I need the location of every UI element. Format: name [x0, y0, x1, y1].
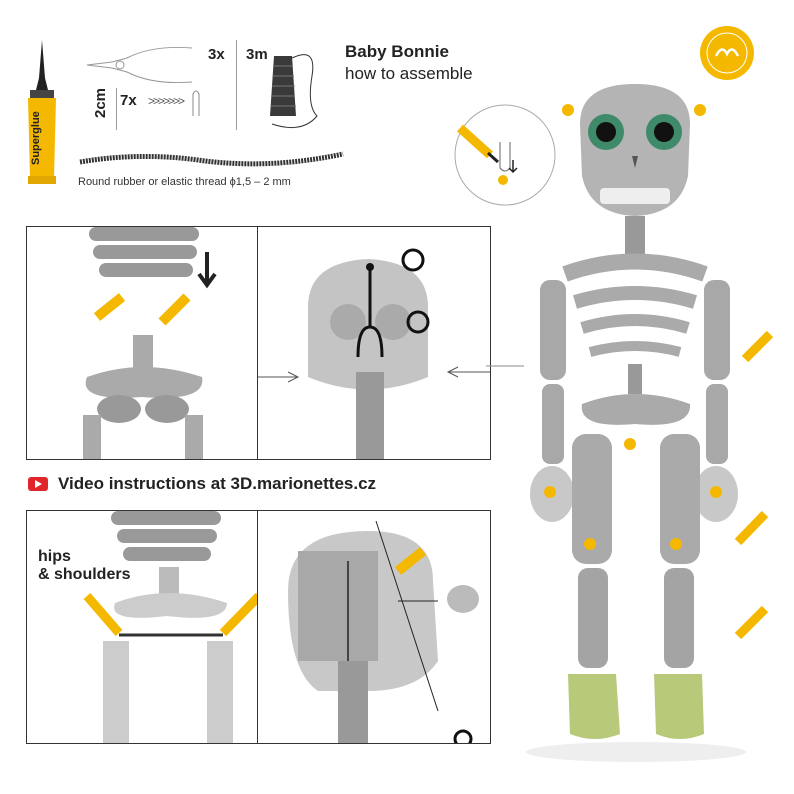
divider	[236, 40, 237, 130]
panel-head-knot	[257, 226, 491, 460]
panel-hips-shoulders	[26, 510, 263, 744]
divider	[116, 88, 117, 130]
arrow-icon	[486, 365, 524, 367]
panel-head-side	[257, 510, 491, 749]
hips-label-line2: & shoulders	[38, 566, 131, 583]
hips-label-line1: hips	[38, 548, 71, 565]
hips-illustration	[83, 511, 263, 743]
skeleton-figure	[526, 84, 774, 762]
pin-icon: >>>>>>>	[148, 94, 185, 108]
knot-icon	[401, 248, 425, 272]
pin-icon	[192, 90, 200, 116]
glue-tube-icon	[28, 40, 56, 184]
panel-spine-pelvis	[26, 226, 260, 460]
thread-count-label: 3x	[208, 46, 225, 63]
thread-spool-icon	[270, 54, 318, 129]
logo-seal-icon	[700, 26, 754, 80]
page-subtitle: how to assemble	[345, 64, 473, 83]
knot-icon	[406, 310, 430, 334]
video-text: Video instructions at 3D.marionettes.cz	[58, 474, 377, 493]
pliers-icon	[86, 46, 193, 84]
pin-length-label: 2cm	[92, 87, 109, 118]
spine-pelvis-illustration	[83, 227, 217, 459]
pin-detail-circle	[454, 104, 556, 206]
thread-length-label: 3m	[246, 46, 268, 63]
glue-label: Superglue	[30, 111, 42, 165]
head-side-illustration	[288, 520, 479, 749]
youtube-icon	[28, 477, 48, 491]
pins-count-label: 7x	[120, 92, 137, 109]
page-title: Baby Bonnie	[345, 42, 449, 61]
head-knot-illustration	[258, 248, 490, 459]
knot-icon	[453, 729, 473, 749]
video-instructions-link[interactable]: Video instructions at 3D.marionettes.cz	[28, 474, 376, 494]
elastic-thread-icon	[79, 151, 344, 167]
hips-label: hips & shoulders	[38, 548, 130, 584]
thread-caption: Round rubber or elastic thread ϕ1,5 – 2 …	[78, 176, 291, 188]
